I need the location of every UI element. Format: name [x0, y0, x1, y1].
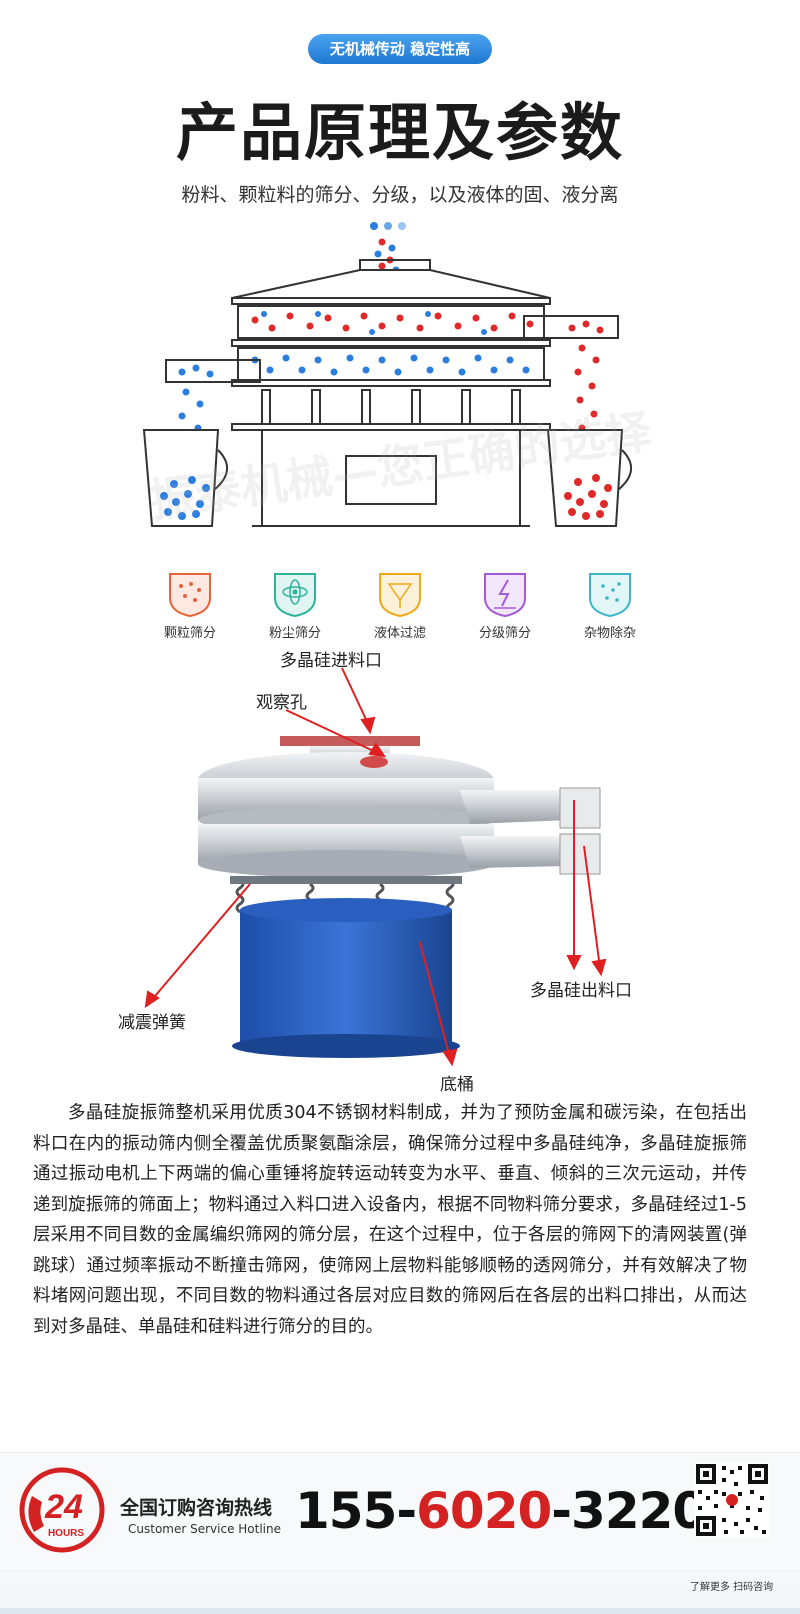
footer-bottom-bar	[0, 1608, 800, 1614]
hotline-label-en: Customer Service Hotline	[128, 1522, 281, 1536]
page-title: 产品原理及参数	[175, 96, 624, 169]
callout-base: 底桶	[440, 1075, 474, 1095]
top-badge: 无机械传动 稳定性高	[308, 34, 492, 64]
feature-granule: 颗粒筛分	[150, 570, 230, 641]
footer-hotline: 24 HOURS 全国订购咨询热线 Customer Service Hotli…	[0, 1438, 800, 1614]
granule-icon	[169, 573, 211, 618]
product-description: 多晶硅旋振筛整机采用优质304不锈钢材料制成，并为了预防金属和碳污染，在包括出料…	[33, 1103, 747, 1337]
feature-row: 颗粒筛分 粉尘筛分 液体过滤 分级筛分 杂物	[150, 570, 650, 641]
callout-window: 观察孔	[256, 693, 307, 713]
badge-text: HOURS	[48, 1528, 84, 1539]
callout-outlet: 多晶硅出料口	[530, 981, 632, 1001]
grading-icon	[484, 573, 526, 618]
24-hours-icon: 24 HOURS	[19, 1467, 105, 1553]
callout-inlet: 多晶硅进料口	[280, 651, 382, 671]
footer-band	[0, 1452, 800, 1572]
feature-label: 杂物除杂	[583, 626, 636, 641]
phone-part-3: -3220	[551, 1482, 707, 1540]
sieve-machine-illustration	[144, 667, 607, 1067]
liquid-filter-icon	[379, 573, 421, 618]
badge-number: 24	[44, 1488, 83, 1526]
feature-dust: 粉尘筛分	[255, 570, 335, 641]
feature-label: 分级筛分	[478, 626, 531, 641]
phone-part-2: 6020	[416, 1482, 552, 1540]
qr-caption: 了解更多 扫码咨询	[690, 1582, 774, 1593]
feature-label: 液体过滤	[373, 626, 426, 641]
callout-spring: 减震弹簧	[118, 1013, 186, 1033]
feature-liquid: 液体过滤	[360, 570, 440, 641]
product-photo: 多晶硅进料口 观察孔 减震弹簧 多晶硅出料口 底桶	[90, 640, 710, 1095]
qr-code-icon[interactable]	[694, 1462, 770, 1538]
feature-label: 颗粒筛分	[163, 626, 216, 641]
feature-label: 粉尘筛分	[268, 626, 321, 641]
phone-part-1: 155-	[295, 1482, 417, 1540]
hotline-phone[interactable]: 155-6020-3220	[295, 1482, 707, 1540]
feature-grading: 分级筛分	[465, 570, 545, 641]
page-subtitle: 粉料、颗粒料的筛分、分级，以及液体的固、液分离	[181, 184, 619, 206]
hotline-label: 全国订购咨询热线	[120, 1497, 273, 1519]
feature-impurity: 杂物除杂	[570, 570, 650, 641]
dust-icon	[274, 573, 316, 618]
principle-diagram	[142, 222, 632, 527]
impurity-icon	[589, 573, 631, 618]
